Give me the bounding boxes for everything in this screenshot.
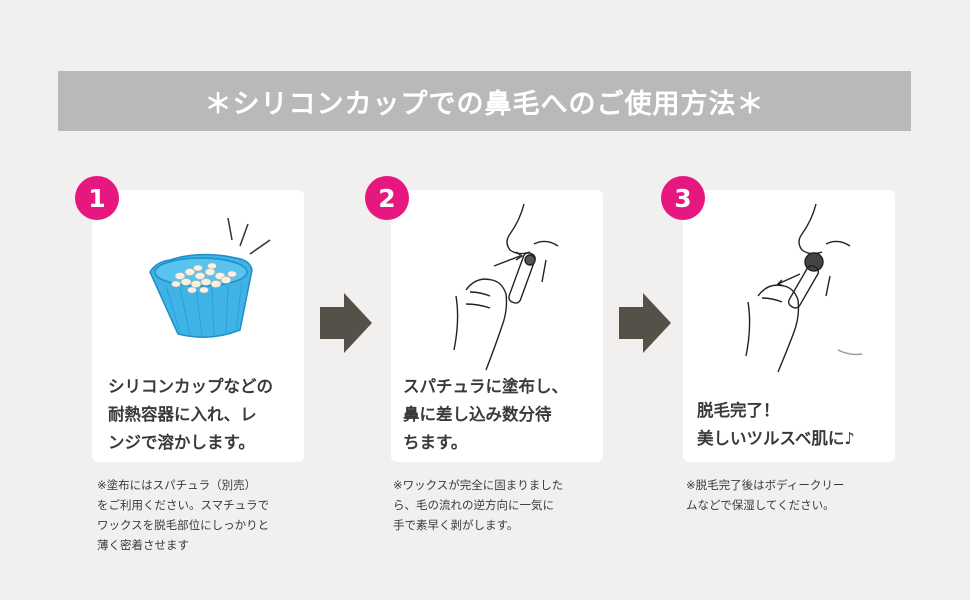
- nose-outline: [506, 203, 531, 255]
- insert-arrow: [493, 255, 521, 267]
- hand-outline: [757, 284, 800, 373]
- down-arrow: [825, 275, 831, 297]
- spatula: [508, 252, 536, 304]
- step-2-text: スパチュラに塗布し、 鼻に差し込み数分待 ちます。: [403, 377, 568, 452]
- step-badge-2: 2: [365, 176, 409, 220]
- step-card-2: スパチュラに塗布し、 鼻に差し込み数分待 ちます。: [391, 190, 603, 462]
- step-1-text: シリコンカップなどの 耐熱容器に入れ、レ ンジで溶かします。: [108, 377, 273, 452]
- page-title: ＊シリコンカップでの鼻毛へのご使用方法＊: [204, 88, 765, 120]
- pull-arrow: [777, 273, 801, 285]
- spatula: [787, 265, 820, 309]
- step-1-note: ※塗布にはスパチュラ（別売） をご利用ください。スマチュラで ワックスを脱毛部位…: [97, 478, 270, 552]
- step-2-note: ※ワックスが完全に固まりました ら、毛の流れの逆方向に一気に 手で素早く剥がしま…: [393, 478, 564, 532]
- hand-outline: [465, 278, 508, 371]
- arrow-right-icon: [619, 293, 671, 353]
- wax-beads: [171, 262, 237, 294]
- sparkle-line: [837, 349, 863, 356]
- nose-outline: [798, 203, 823, 255]
- arrow-right-icon: [320, 293, 372, 353]
- hand-nose-spatula-icon: [453, 203, 559, 371]
- step-3-note: ※脱毛完了後はボディークリー ムなどで保湿してください。: [686, 478, 845, 512]
- wait-arrow: [541, 259, 547, 283]
- wax-tip: [524, 254, 536, 266]
- step-badge-1: 1: [75, 176, 119, 220]
- title-banner: ＊シリコンカップでの鼻毛へのご使用方法＊: [58, 71, 911, 131]
- steam-line: [239, 223, 249, 247]
- nostril-line: [533, 240, 559, 247]
- hand-nose-removal-icon: [745, 203, 863, 373]
- silicone-cup-icon: [149, 217, 271, 338]
- step-badge-3: 3: [661, 176, 705, 220]
- nostril-line: [825, 240, 851, 247]
- step-card-3: 脱毛完了！ 美しいツルスベ肌に♪: [683, 190, 895, 462]
- cup-ridges: [165, 281, 243, 337]
- steam-line: [249, 239, 271, 255]
- steam-line: [227, 217, 233, 241]
- step-3-text: 脱毛完了！ 美しいツルスベ肌に♪: [697, 401, 855, 448]
- step-card-1: シリコンカップなどの 耐熱容器に入れ、レ ンジで溶かします。: [92, 190, 304, 462]
